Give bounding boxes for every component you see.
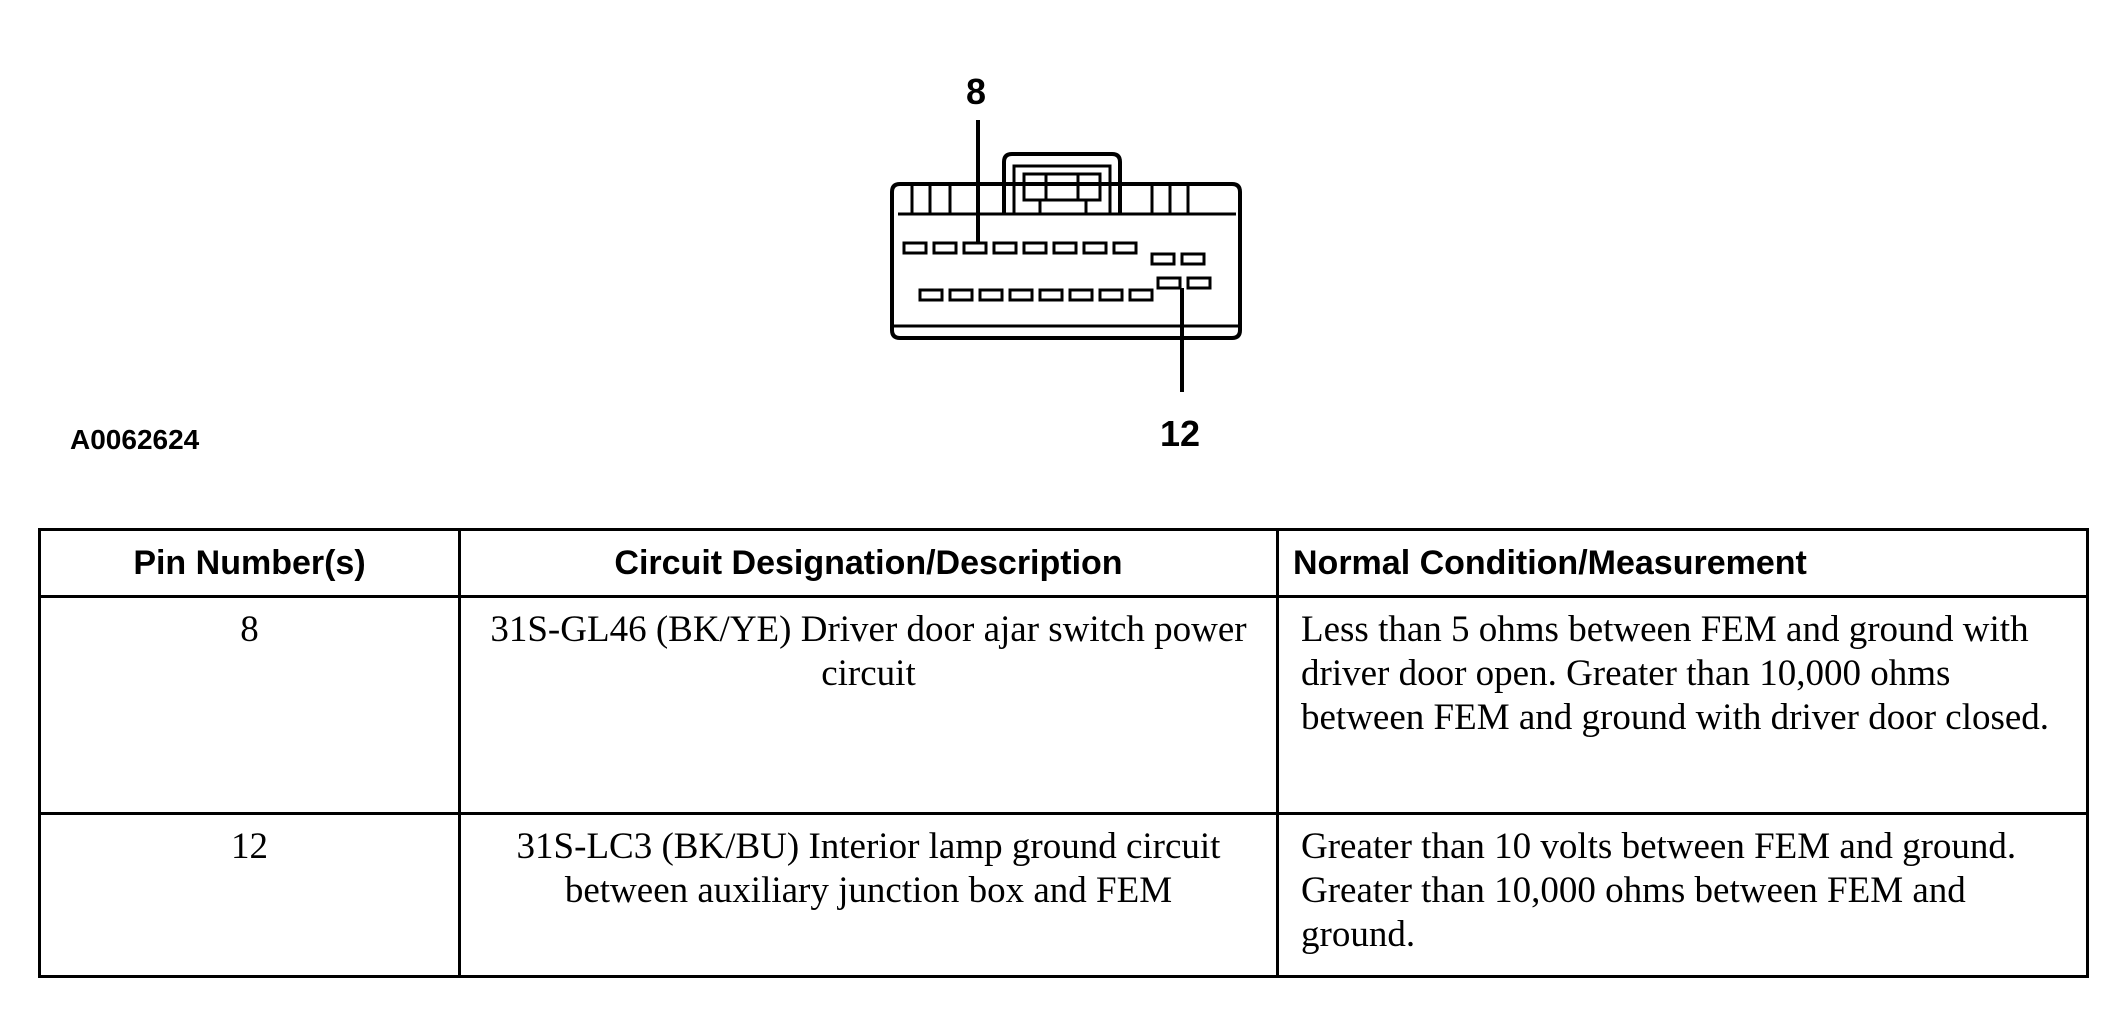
- header-pin-numbers: Pin Number(s): [38, 528, 461, 598]
- circuit-cell: 31S-LC3 (BK/BU) Interior lamp ground cir…: [458, 812, 1279, 978]
- figure-id: A0062624: [70, 424, 200, 455]
- circuit-cell: 31S-GL46 (BK/YE) Driver door ajar switch…: [458, 595, 1279, 815]
- pin-cell: 12: [38, 812, 461, 978]
- condition-cell: Less than 5 ohms between FEM and ground …: [1276, 595, 2089, 815]
- pin-test-table: Pin Number(s) Circuit Designation/Descri…: [38, 528, 2089, 978]
- pin-8-callout-label: 8: [966, 71, 987, 112]
- connector-figure: 8: [0, 0, 2124, 500]
- table-row: 8 31S-GL46 (BK/YE) Driver door ajar swit…: [38, 595, 2089, 815]
- table-header-row: Pin Number(s) Circuit Designation/Descri…: [38, 528, 2089, 598]
- table-row: 12 31S-LC3 (BK/BU) Interior lamp ground …: [38, 812, 2089, 978]
- condition-cell: Greater than 10 volts between FEM and gr…: [1276, 812, 2089, 978]
- pin-cell: 8: [38, 595, 461, 815]
- header-circuit-description: Circuit Designation/Description: [458, 528, 1279, 598]
- connector-face-diagram: [890, 120, 1242, 392]
- pin-12-callout-label: 12: [1160, 413, 1201, 454]
- header-normal-condition: Normal Condition/Measurement: [1276, 528, 2089, 598]
